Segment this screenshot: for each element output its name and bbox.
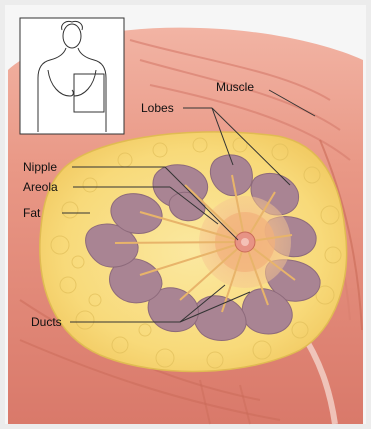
label-muscle: Muscle bbox=[216, 80, 254, 94]
inset-thumbnail bbox=[20, 18, 124, 134]
label-nipple: Nipple bbox=[23, 160, 57, 174]
label-lobes: Lobes bbox=[141, 101, 174, 115]
label-areola: Areola bbox=[23, 180, 58, 194]
nipple bbox=[235, 232, 255, 252]
label-fat: Fat bbox=[23, 206, 41, 220]
label-ducts: Ducts bbox=[31, 315, 62, 329]
